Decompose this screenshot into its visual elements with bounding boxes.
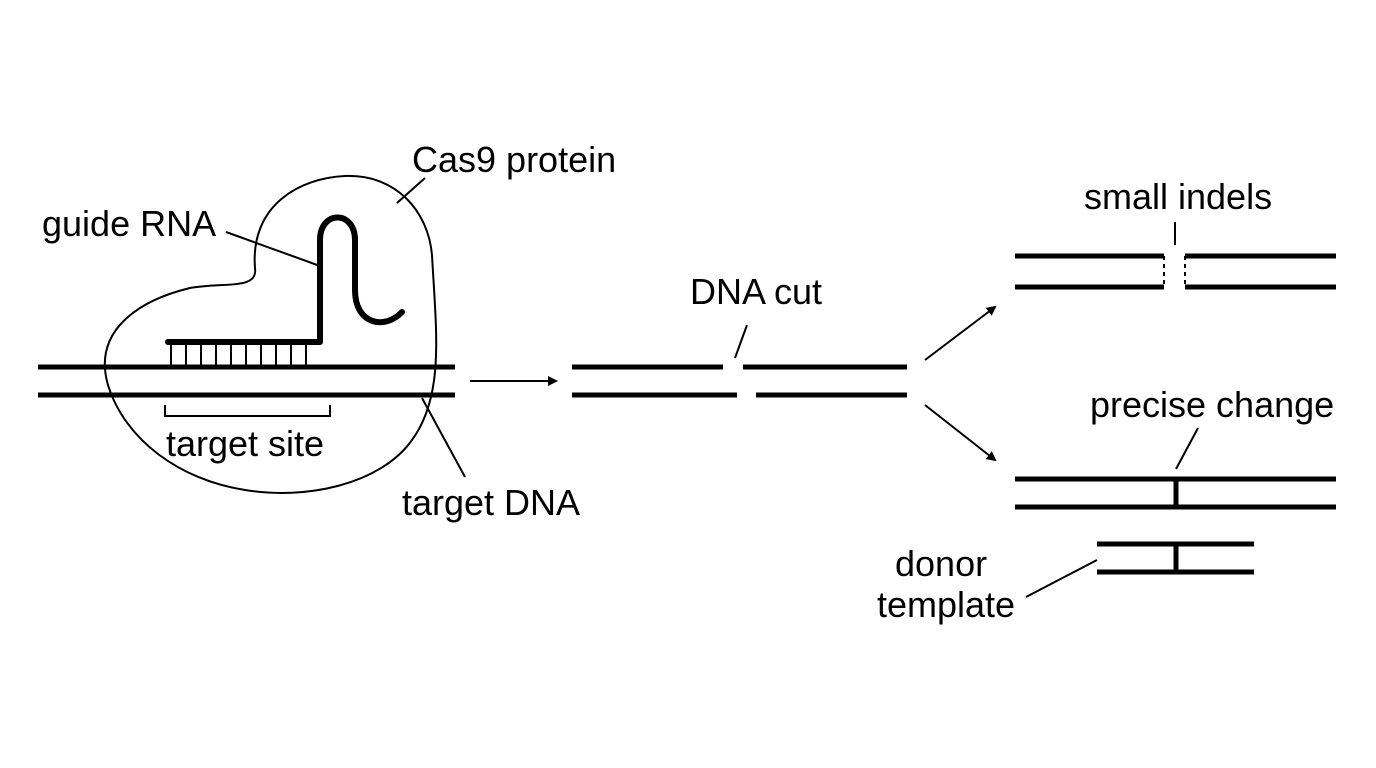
target-site-label: target site (166, 423, 324, 464)
dna-cut-label: DNA cut (690, 271, 822, 312)
precise-change-leader (1175, 427, 1199, 470)
donor-label-line2: template (877, 584, 1015, 625)
cut-dna (572, 364, 907, 398)
guide-rna-label: guide RNA (42, 203, 216, 244)
small-indels-label: small indels (1084, 176, 1272, 217)
donor-template-leader (1025, 559, 1098, 598)
precise-change-label: precise change (1090, 384, 1334, 425)
target-dna (38, 364, 455, 398)
base-pairs (170, 342, 307, 366)
cas9-label: Cas9 protein (412, 139, 616, 180)
dna-cut-leader (734, 324, 748, 359)
target-dna-leader (421, 397, 466, 478)
cas9-leader (396, 177, 426, 204)
target-site-bracket (164, 405, 331, 417)
arrow-to-indels (924, 305, 997, 361)
indel-dna (1015, 253, 1336, 290)
cas9-protein-outline (103, 174, 438, 494)
guide-rna (165, 214, 405, 366)
donor-label-line1: donor (895, 543, 987, 584)
donor-template-dna (1097, 541, 1254, 575)
arrow-to-precise (924, 404, 997, 462)
repaired-dna (1015, 476, 1336, 510)
guide-rna-leader (225, 231, 321, 267)
target-dna-label: target DNA (402, 482, 580, 523)
